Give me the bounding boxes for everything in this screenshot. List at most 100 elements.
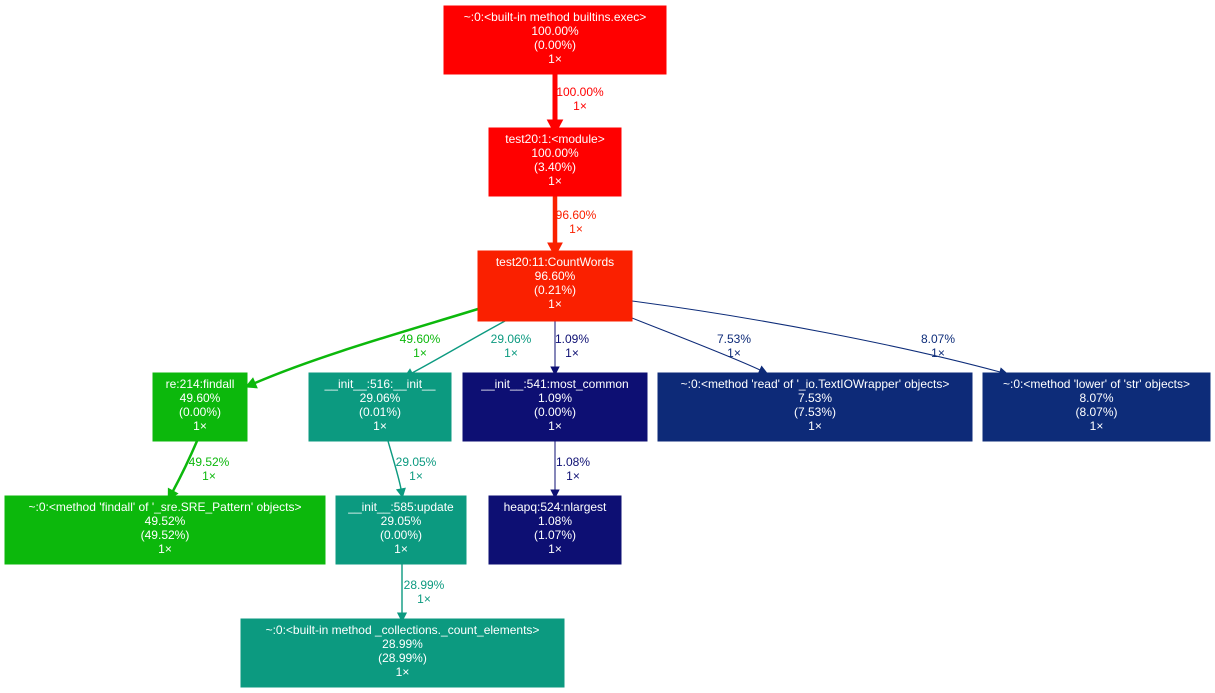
- edge-arrowhead: [757, 365, 768, 375]
- edge-arrowhead: [396, 612, 408, 623]
- node-box: [240, 618, 565, 688]
- edge-percent-label: 29.05%: [396, 455, 437, 469]
- node-total-percent: 29.05%: [381, 514, 422, 528]
- node-total-percent: 100.00%: [531, 146, 579, 160]
- edge-findall-to-sre_findall: 49.52%1×: [167, 440, 230, 501]
- node-calls: 1×: [1090, 419, 1104, 433]
- node-exec[interactable]: ~:0:<built-in method builtins.exec>100.0…: [443, 5, 667, 75]
- node-calls: 1×: [548, 542, 562, 556]
- edge-line: [387, 440, 402, 490]
- node-calls: 1×: [548, 419, 562, 433]
- edge-arrowhead: [395, 487, 406, 499]
- edge-calls-label: 1×: [413, 346, 427, 360]
- edge-calls-label: 1×: [727, 346, 741, 360]
- node-self-percent: (0.00%): [534, 38, 576, 52]
- node-module[interactable]: test20:1:<module>100.00%(3.40%)1×: [488, 127, 622, 197]
- node-function-name: __init__:516:__init__: [324, 377, 436, 391]
- node-self-percent: (1.07%): [534, 528, 576, 542]
- node-function-name: __init__:585:update: [347, 500, 454, 514]
- edge-arrowhead: [546, 119, 564, 136]
- node-total-percent: 100.00%: [531, 24, 579, 38]
- node-box: [335, 495, 467, 565]
- edge-percent-label: 1.08%: [556, 455, 590, 469]
- node-calls: 1×: [548, 174, 562, 188]
- node-function-name: heapq:524:nlargest: [504, 500, 607, 514]
- node-calls: 1×: [548, 52, 562, 66]
- node-box: [462, 372, 648, 442]
- edge-calls-label: 1×: [202, 469, 216, 483]
- node-self-percent: (49.52%): [141, 528, 190, 542]
- node-calls: 1×: [396, 665, 410, 679]
- node-total-percent: 1.08%: [538, 514, 572, 528]
- node-self-percent: (0.00%): [380, 528, 422, 542]
- node-self-percent: (0.01%): [359, 405, 401, 419]
- node-box: [657, 372, 973, 442]
- edge-calls-label: 1×: [565, 346, 579, 360]
- edge-init516-to-update: 29.05%1×: [387, 440, 437, 499]
- edge-module-to-countwords: 96.60%1×: [547, 196, 597, 258]
- node-box: [982, 372, 1211, 442]
- edge-countwords-to-lower: 8.07% 1×: [631, 300, 1009, 377]
- edge-exec-to-module: 100.00%1×: [546, 74, 604, 136]
- node-self-percent: (28.99%): [378, 651, 427, 665]
- edge-line: [411, 320, 506, 374]
- node-function-name: ~:0:<method 'read' of '_io.TextIOWrapper…: [681, 377, 950, 391]
- node-box: [488, 127, 622, 197]
- edge-arrowhead: [550, 366, 560, 376]
- edge-calls-label: 1×: [417, 592, 431, 606]
- node-count_elements[interactable]: ~:0:<built-in method _collections._count…: [240, 618, 565, 688]
- edge-percent-label: 100.00%: [556, 85, 604, 99]
- node-function-name: re:214:findall: [166, 377, 235, 391]
- node-total-percent: 49.52%: [145, 514, 186, 528]
- edge-line: [171, 440, 199, 492]
- edge-line: [631, 317, 761, 371]
- node-box: [308, 372, 452, 442]
- node-lower[interactable]: ~:0:<method 'lower' of 'str' objects>8.0…: [982, 372, 1211, 442]
- node-calls: 1×: [193, 419, 207, 433]
- node-total-percent: 29.06%: [360, 391, 401, 405]
- edge-percent-label: 28.99%: [404, 578, 445, 592]
- edge-percent-label: 29.06%: [491, 332, 532, 346]
- edge-calls-label: 1×: [569, 222, 583, 236]
- node-sre_findall[interactable]: ~:0:<method 'findall' of '_sre.SRE_Patte…: [4, 495, 326, 565]
- edge-line: [254, 307, 479, 385]
- edge-arrowhead: [547, 242, 563, 258]
- node-calls: 1×: [158, 542, 172, 556]
- edge-calls-label: 1×: [566, 469, 580, 483]
- edge-countwords-to-read: 7.53%1×: [631, 317, 768, 375]
- node-total-percent: 8.07%: [1079, 391, 1113, 405]
- node-self-percent: (0.00%): [179, 405, 221, 419]
- node-self-percent: (0.21%): [534, 283, 576, 297]
- edge-update-to-count_elements: 28.99%1×: [396, 564, 445, 623]
- edge-percent-label: 8.07%: [921, 332, 955, 346]
- node-init516[interactable]: __init__:516:__init__29.06%(0.01%)1×: [308, 372, 452, 442]
- node-function-name: __init__:541:most_common: [480, 377, 628, 391]
- node-total-percent: 28.99%: [382, 637, 423, 651]
- node-total-percent: 1.09%: [538, 391, 572, 405]
- edge-most_common-to-nlargest: 1.08%1×: [550, 441, 590, 499]
- node-read[interactable]: ~:0:<method 'read' of '_io.TextIOWrapper…: [657, 372, 973, 442]
- edge-percent-label: 1.09%: [555, 332, 589, 346]
- node-calls: 1×: [548, 297, 562, 311]
- node-box: [4, 495, 326, 565]
- edges-layer: 100.00%1×96.60%1×49.60%1×29.06%1×1.09%1×…: [167, 74, 1009, 623]
- edge-calls-label: 1×: [573, 99, 587, 113]
- node-box: [152, 372, 248, 442]
- edge-countwords-to-findall: 49.60%1×: [244, 307, 479, 389]
- node-function-name: ~:0:<built-in method _collections._count…: [266, 623, 540, 637]
- edge-calls-label: 1×: [504, 346, 518, 360]
- node-function-name: test20:1:<module>: [505, 132, 604, 146]
- node-self-percent: (3.40%): [534, 160, 576, 174]
- node-self-percent: (0.00%): [534, 405, 576, 419]
- node-total-percent: 96.60%: [535, 269, 576, 283]
- node-box: [477, 250, 633, 322]
- node-calls: 1×: [394, 542, 408, 556]
- node-function-name: ~:0:<built-in method builtins.exec>: [464, 10, 646, 24]
- edge-percent-label: 96.60%: [556, 208, 597, 222]
- node-function-name: ~:0:<method 'findall' of '_sre.SRE_Patte…: [29, 500, 302, 514]
